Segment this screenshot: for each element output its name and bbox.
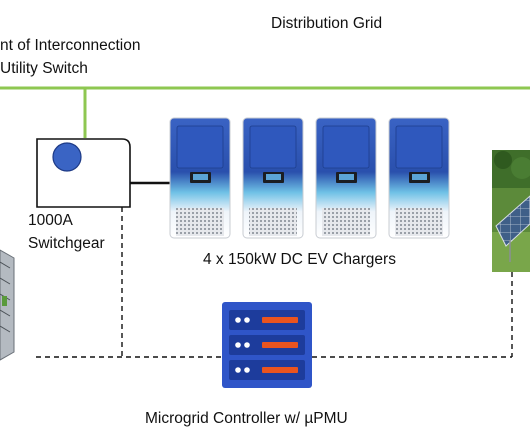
poi-label-line1: nt of Interconnection [0,37,141,54]
microgrid-controller-label: Microgrid Controller w/ µPMU [145,410,348,427]
solar-panel-icon [492,150,530,272]
ev-charger-3 [315,117,377,239]
control-network-lines [36,207,513,358]
ev-charger-4 [388,117,450,239]
ev-charger-1 [169,117,231,239]
switch-indicator [52,142,82,172]
switchgear-icon [36,138,131,208]
ev-chargers-label: 4 x 150kW DC EV Chargers [203,251,396,268]
ev-charger-2 [242,117,304,239]
poi-label-line2: Utility Switch [0,60,88,77]
switchgear-label-line2: Switchgear [28,235,105,252]
server-unit-3 [229,360,305,380]
ev-charger-icon [169,117,450,239]
switchgear-label-line1: 1000A [28,212,73,229]
server-rack-icon [222,302,312,388]
distribution-bus [0,86,530,138]
server-unit-1 [229,310,305,330]
server-unit-2 [229,335,305,355]
battery-storage-icon [0,249,15,361]
distribution-grid-title: Distribution Grid [271,15,383,32]
